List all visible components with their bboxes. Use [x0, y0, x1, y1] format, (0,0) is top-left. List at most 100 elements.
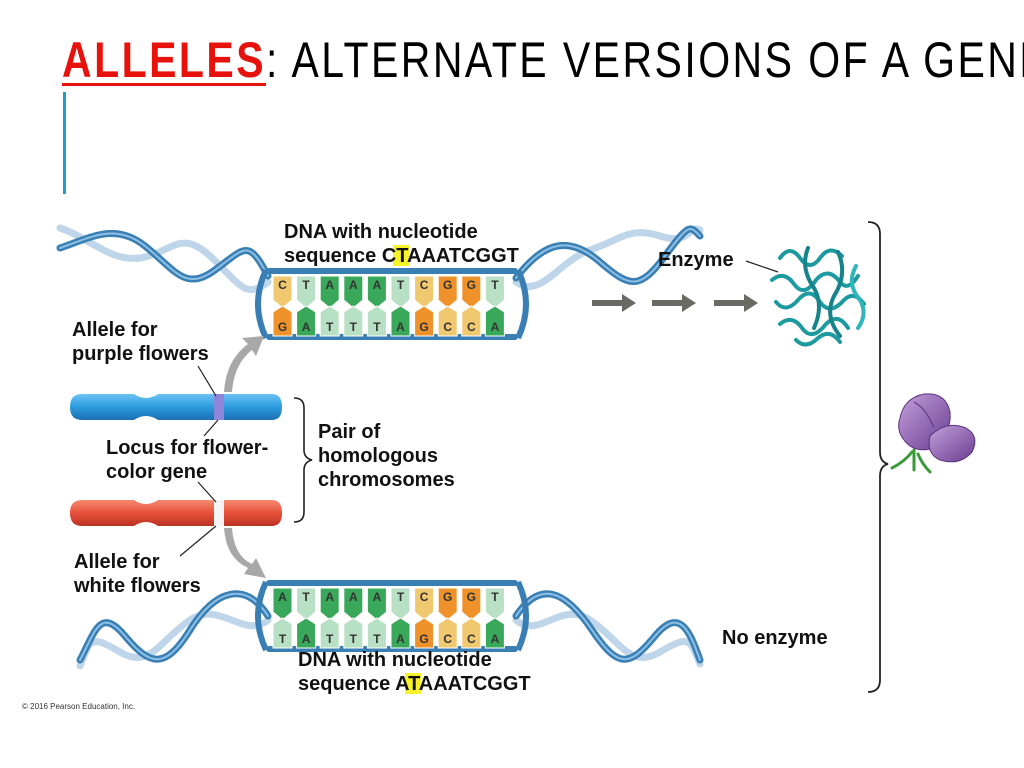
- top-upper-base-letter: G: [467, 278, 476, 292]
- top-seq-highlight: C: [382, 245, 396, 267]
- bottom-lower-base-letter: T: [350, 632, 358, 646]
- bottom-lower-base: [390, 617, 411, 649]
- top-upper-base-letter: C: [278, 278, 287, 292]
- bottom-lower-base-letter: A: [491, 632, 500, 646]
- top-base-pair: AT: [343, 275, 364, 337]
- bottom-strand-upper-backbone: [266, 580, 518, 586]
- top-upper-base: [484, 275, 505, 309]
- bottom-upper-base: [437, 587, 458, 621]
- bottom-base-pair: AT: [319, 587, 340, 649]
- bottom-lower-base-letter: A: [396, 632, 405, 646]
- top-lower-base: [272, 305, 293, 337]
- top-base-pair: CG: [414, 275, 435, 337]
- purple-allele-locus: [214, 394, 224, 420]
- top-lower-base-letter: G: [278, 320, 287, 334]
- bottom-lower-base-letter: T: [373, 632, 381, 646]
- pair-label-2: homologous: [318, 445, 438, 467]
- top-seq-suffix: TAAATCGGT: [396, 245, 519, 267]
- top-upper-base: [296, 275, 317, 309]
- title-keyword: ALLELES: [62, 32, 267, 88]
- top-lower-base-letter: T: [326, 320, 334, 334]
- top-lower-base-letter: A: [491, 320, 500, 334]
- bottom-upper-base: [461, 587, 482, 621]
- locus-label-1: Locus for flower-: [106, 437, 268, 459]
- bottom-upper-base: [296, 587, 317, 621]
- bottom-upper-base: [319, 587, 340, 621]
- bottom-lower-base: [272, 617, 293, 649]
- top-upper-base: [437, 275, 458, 309]
- slide-title: ALLELES: ALTERNATE VERSIONS OF A GENE: [62, 30, 1024, 90]
- bottom-lower-base-letter: G: [419, 632, 428, 646]
- top-strand-upper-backbone: [266, 268, 518, 274]
- arrow-3: [714, 294, 758, 312]
- top-body-outline: [255, 268, 529, 340]
- bottom-helix-right: [512, 590, 704, 668]
- bottom-seq-highlight: A: [395, 673, 409, 695]
- top-lower-base: [296, 305, 317, 337]
- bottom-lower-base: [461, 617, 482, 649]
- top-base-pair: GC: [437, 275, 458, 337]
- bottom-lower-base: [366, 617, 387, 649]
- expression-arrows: [592, 294, 758, 312]
- white-allele-chromosome: [70, 500, 282, 526]
- bottom-upper-base-letter: A: [278, 590, 287, 604]
- top-lower-base: [414, 305, 435, 337]
- top-lower-base: [343, 305, 364, 337]
- bottom-lower-base: [319, 617, 340, 649]
- bottom-lower-base: [437, 617, 458, 649]
- bottom-upper-base-letter: T: [491, 590, 499, 604]
- top-seq-prefix: sequence: [284, 245, 382, 267]
- top-upper-base-letter: A: [373, 278, 382, 292]
- top-lower-base: [461, 305, 482, 337]
- bottom-upper-base: [390, 587, 411, 621]
- top-lower-base-letter: A: [302, 320, 311, 334]
- enzyme-pointer: [745, 260, 779, 273]
- bottom-seq-prefix: sequence: [298, 673, 395, 695]
- bottom-lower-base-letter: C: [443, 632, 452, 646]
- top-base-pair: AT: [366, 275, 387, 337]
- top-base-pair: TA: [390, 275, 411, 337]
- top-upper-base-letter: T: [302, 278, 310, 292]
- top-dna-label-line2: sequence CTAAATCGGT: [284, 245, 519, 267]
- no-enzyme-label: No enzyme: [722, 627, 828, 649]
- arrow-2: [652, 294, 696, 312]
- bottom-base-pair: GC: [461, 587, 482, 649]
- locus-label-2: color gene: [106, 461, 207, 483]
- top-upper-base-letter: T: [491, 278, 499, 292]
- top-upper-base: [461, 275, 482, 309]
- top-upper-base: [343, 275, 364, 309]
- bottom-highlight-box: [405, 673, 421, 694]
- bottom-dna-label-line2: sequence ATAAATCGGT: [298, 673, 531, 695]
- purple-allele-chromosome: [70, 394, 282, 420]
- top-upper-base-letter: C: [420, 278, 429, 292]
- top-dna-label-line1: DNA with nucleotide: [284, 221, 478, 243]
- bottom-upper-base: [414, 587, 435, 621]
- pair-label-3: chromosomes: [318, 469, 455, 491]
- bottom-lower-base-letter: A: [302, 632, 311, 646]
- bottom-base-pair: AT: [343, 587, 364, 649]
- bottom-lower-base: [414, 617, 435, 649]
- bottom-upper-base-letter: G: [443, 590, 452, 604]
- top-upper-base-letter: A: [349, 278, 358, 292]
- arrow-to-top-dna: [224, 336, 264, 392]
- top-lower-base-letter: C: [443, 320, 452, 334]
- top-lower-base: [437, 305, 458, 337]
- top-lower-base-letter: C: [467, 320, 476, 334]
- enzyme-label: Enzyme: [658, 249, 734, 271]
- bottom-upper-base-letter: A: [325, 590, 334, 604]
- top-upper-base-letter: A: [325, 278, 334, 292]
- bottom-upper-base: [272, 587, 293, 621]
- top-lower-base-letter: G: [419, 320, 428, 334]
- top-lower-base-letter: T: [350, 320, 358, 334]
- top-base-pair: TA: [484, 275, 505, 337]
- bottom-base-pair: TA: [390, 587, 411, 649]
- bottom-upper-base: [343, 587, 364, 621]
- top-base-pair: TA: [296, 275, 317, 337]
- top-upper-base: [366, 275, 387, 309]
- top-base-pair: CG: [272, 275, 293, 337]
- allele-purple-label-2: purple flowers: [72, 343, 209, 365]
